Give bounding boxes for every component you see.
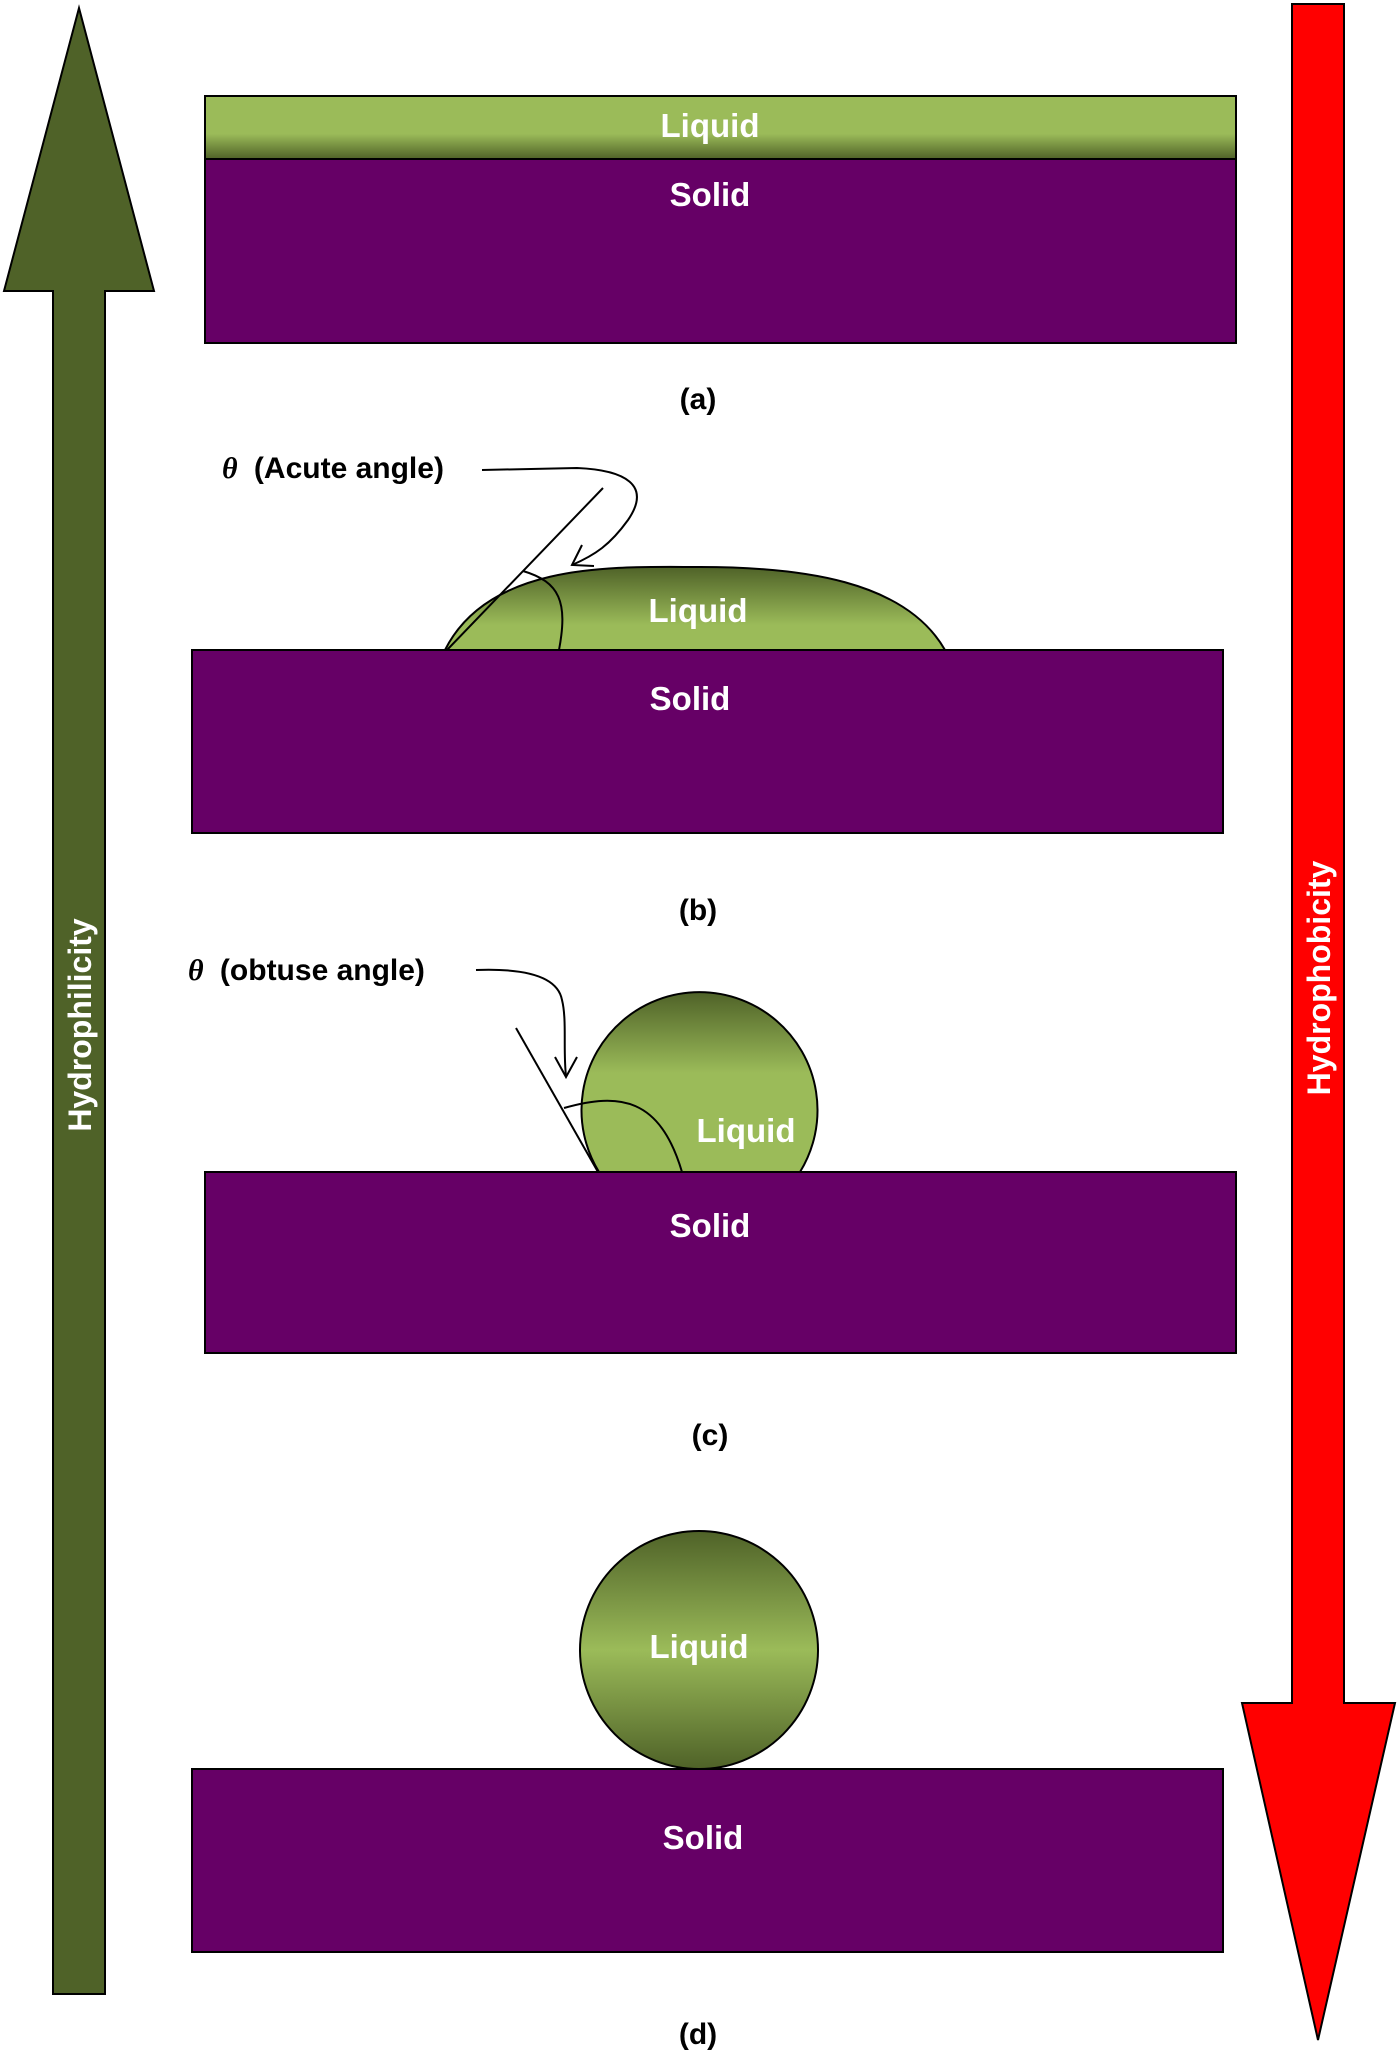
callout-arrow-b: [481, 466, 638, 566]
solid-block-b: [191, 649, 1224, 834]
liquid-droplet-b: [443, 565, 947, 651]
liquid-label-b: Liquid: [649, 592, 748, 629]
hydrophilicity-label: Hydrophilicity: [62, 918, 98, 1132]
callout-arrowhead-b: [570, 544, 595, 567]
obtuse-angle-label: θ (obtuse angle): [188, 954, 425, 987]
angle-arc-b: [522, 570, 564, 651]
solid-label-a: Solid: [670, 176, 751, 213]
solid-label-d: Solid: [663, 1819, 744, 1856]
tangent-line-c: [515, 1027, 599, 1173]
solid-label-c: Solid: [670, 1207, 751, 1244]
liquid-label-a: Liquid: [661, 107, 760, 144]
liquid-droplet-c: [580, 991, 819, 1173]
tangent-line-b: [446, 487, 604, 651]
hydrophobicity-arrow: Hydrophobicity: [1240, 3, 1397, 2041]
solid-block-d: [191, 1768, 1224, 1953]
panel-label-c: (c): [692, 1419, 729, 1452]
panel-c: Liquid Solid θ (obtuse angle) (c): [188, 954, 1237, 1452]
liquid-label-d: Liquid: [650, 1628, 749, 1665]
solid-block-a: [204, 158, 1237, 344]
callout-arrow-c: [475, 968, 567, 1077]
panel-b: Liquid Solid θ (Acute angle) (b): [191, 452, 1224, 927]
obtuse-angle-text: (obtuse angle): [220, 954, 425, 987]
hydrophobicity-label: Hydrophobicity: [1301, 860, 1337, 1095]
hydrophilicity-arrow: Hydrophilicity: [2, 4, 156, 1995]
panel-label-a: (a): [680, 383, 717, 416]
panel-a: Liquid Solid (a): [204, 95, 1237, 416]
panel-label-d: (d): [679, 2018, 717, 2051]
solid-label-b: Solid: [650, 680, 731, 717]
theta-symbol-b: θ: [222, 452, 238, 485]
solid-block-c: [204, 1171, 1237, 1354]
liquid-film-a: [204, 95, 1237, 160]
theta-symbol-c: θ: [188, 954, 204, 987]
acute-angle-text: (Acute angle): [254, 452, 444, 485]
panel-d: Liquid Solid (d): [191, 1530, 1224, 2051]
liquid-label-c: Liquid: [697, 1112, 796, 1149]
panel-label-b: (b): [679, 894, 717, 927]
callout-arrowhead-c: [554, 1056, 578, 1080]
acute-angle-label: θ (Acute angle): [222, 452, 444, 485]
angle-arc-c: [563, 1099, 683, 1173]
